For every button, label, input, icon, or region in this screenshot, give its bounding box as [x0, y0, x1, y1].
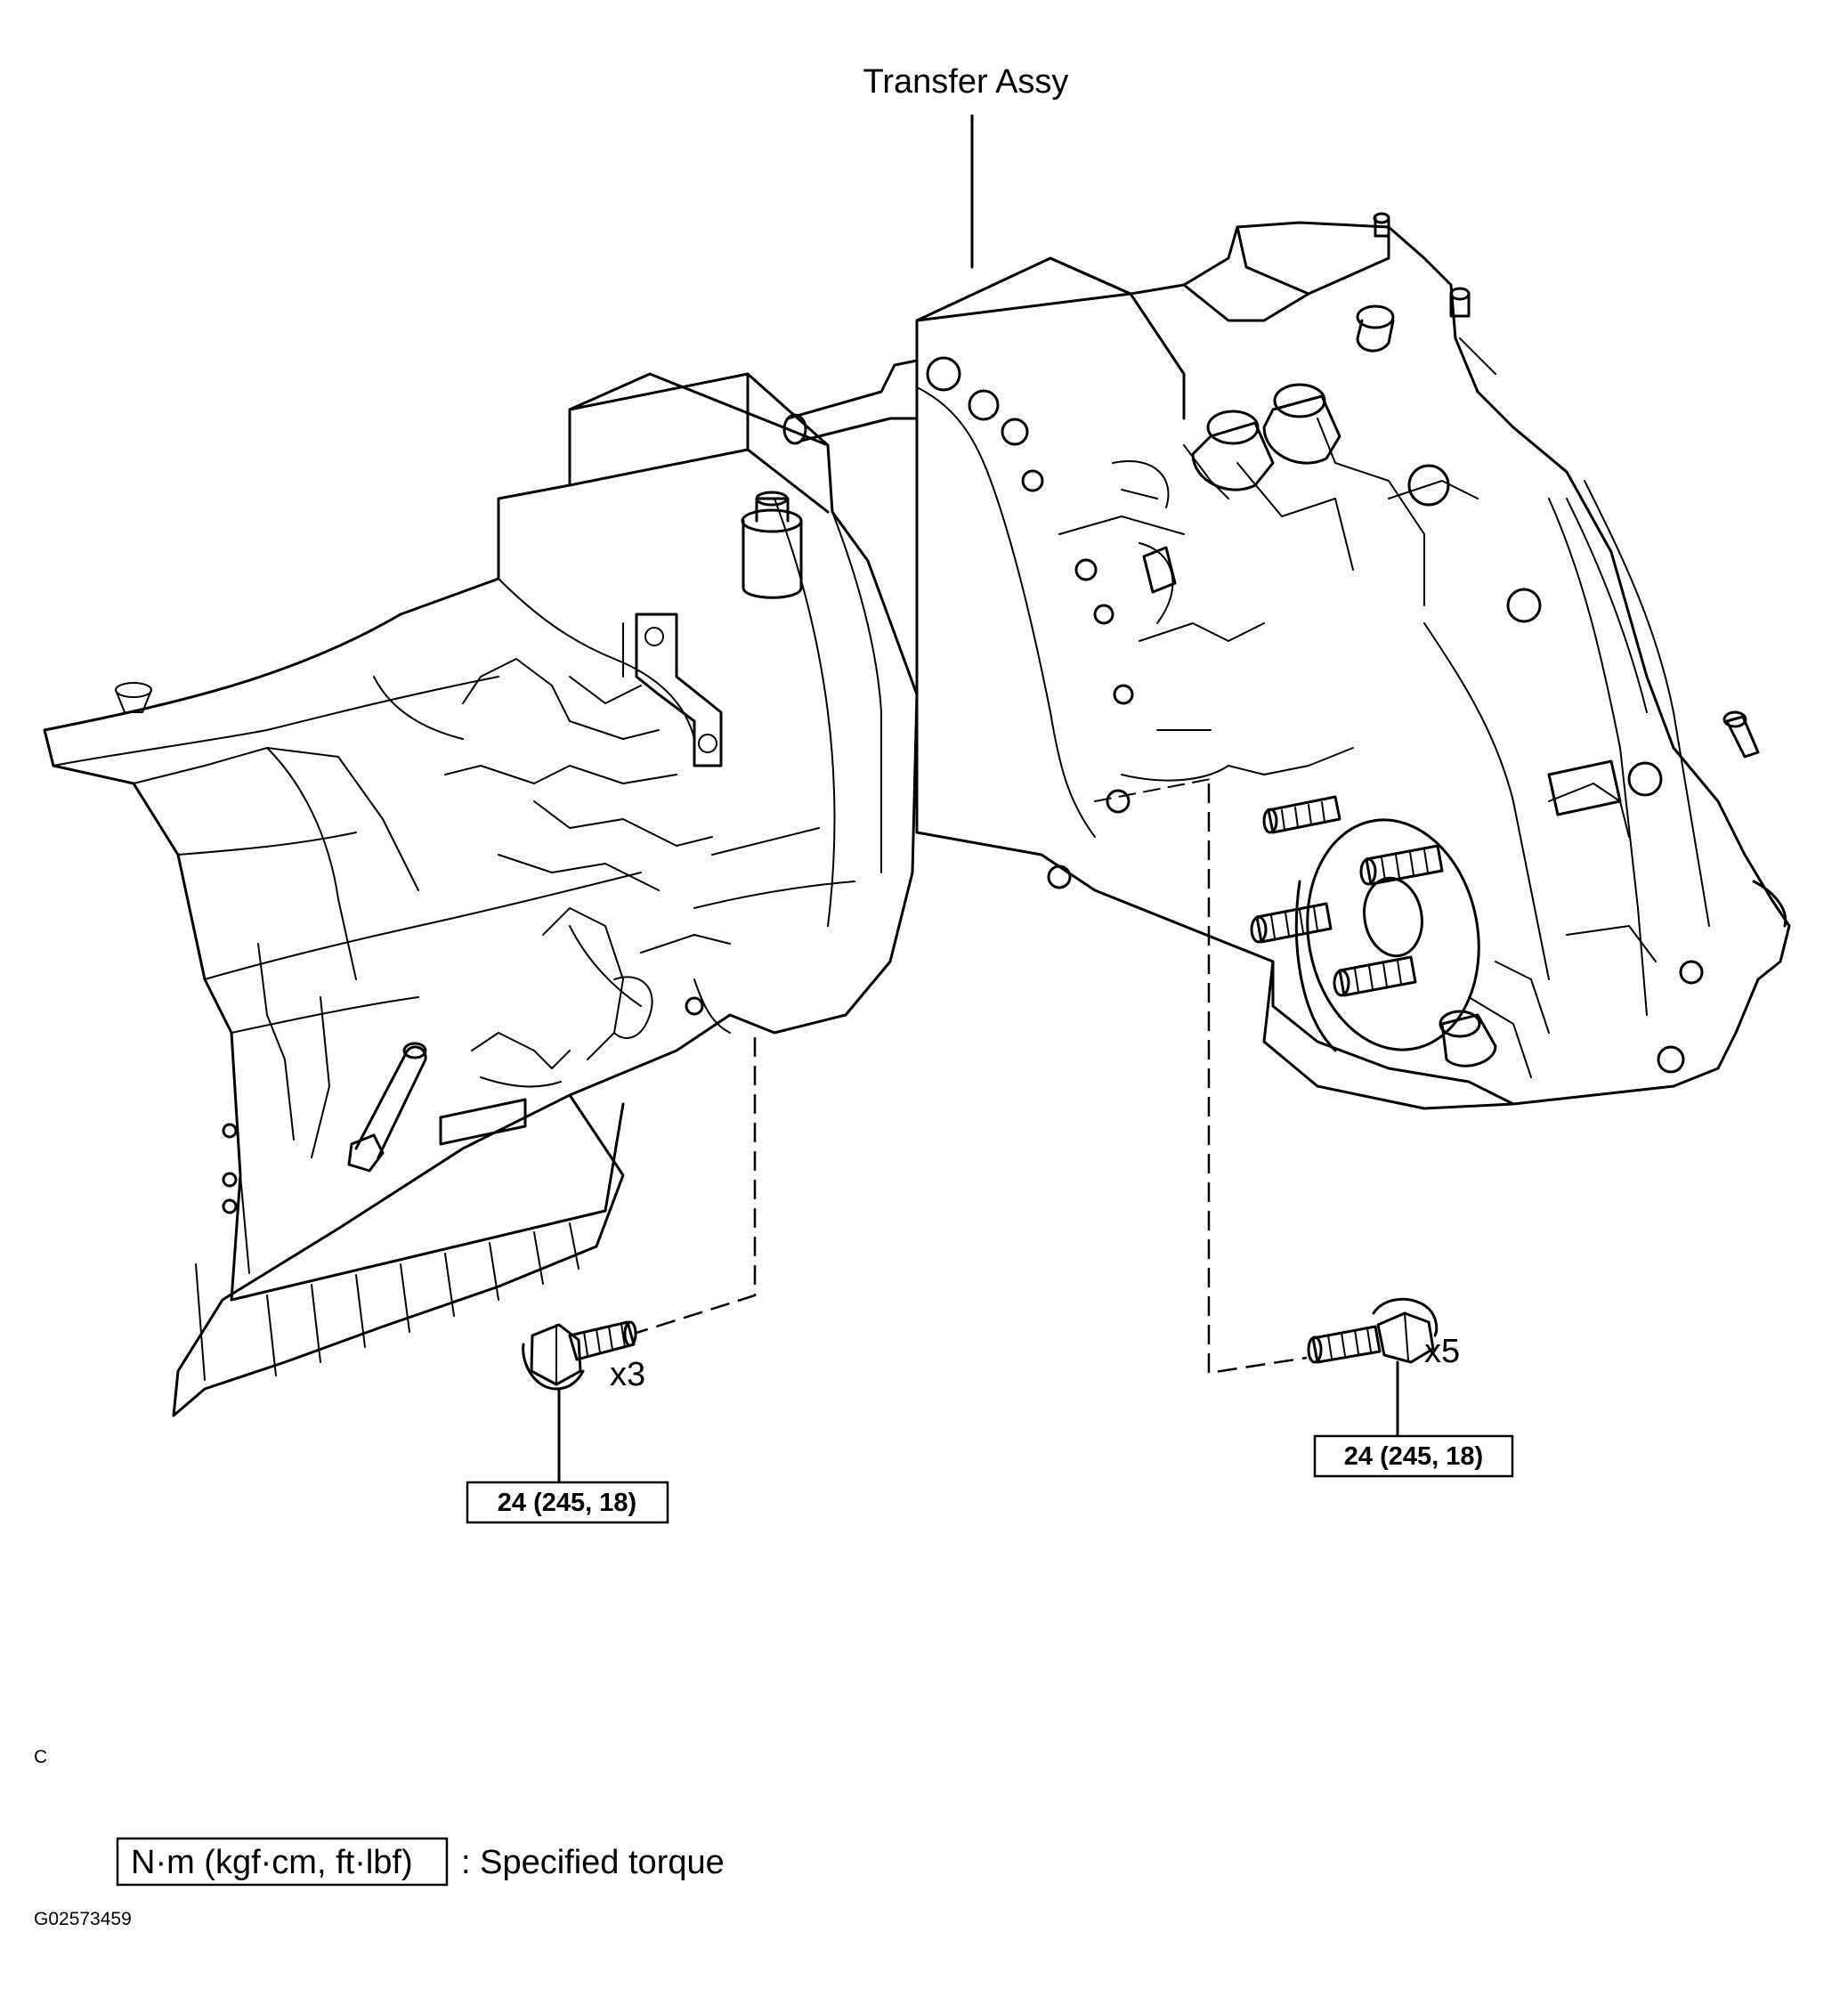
transfer-assy-callout: Transfer Assy	[863, 63, 1069, 269]
transfer-case-illustration	[782, 212, 1791, 1110]
bolt-quantity-x3: x3	[610, 1356, 645, 1393]
figure-id: G02573459	[34, 1909, 132, 1929]
bolt-icon	[522, 1320, 637, 1391]
bolt-group-x3: x3 24 (245, 18)	[466, 1037, 757, 1524]
dashed-guide-line	[636, 1037, 757, 1335]
flange-stud	[1250, 902, 1333, 944]
dashed-guide-line	[1207, 783, 1308, 1375]
figure-letter: C	[34, 1747, 47, 1767]
bolt-quantity-x5: x5	[1424, 1333, 1460, 1370]
legend-description: : Specified torque	[461, 1844, 725, 1881]
torque-box	[466, 1481, 669, 1524]
bolt-icon	[1307, 1297, 1439, 1364]
transmission-illustration	[43, 372, 919, 1417]
legend-units: N·m (kgf·cm, ft·lbf)	[131, 1844, 413, 1881]
flange-stud	[1359, 844, 1444, 886]
legend: N·m (kgf·cm, ft·lbf) : Specified torque	[116, 1837, 725, 1887]
legend-units-box	[116, 1837, 449, 1887]
torque-value-x5: 24 (245, 18)	[1344, 1442, 1483, 1471]
torque-box	[1313, 1434, 1514, 1478]
torque-value-x3: 24 (245, 18)	[498, 1489, 636, 1517]
flange-stud	[1333, 955, 1417, 997]
flange-stud	[1262, 795, 1341, 834]
bolt-group-x5: x5 24 (245, 18)	[1207, 783, 1514, 1478]
transfer-assy-label: Transfer Assy	[863, 63, 1069, 101]
